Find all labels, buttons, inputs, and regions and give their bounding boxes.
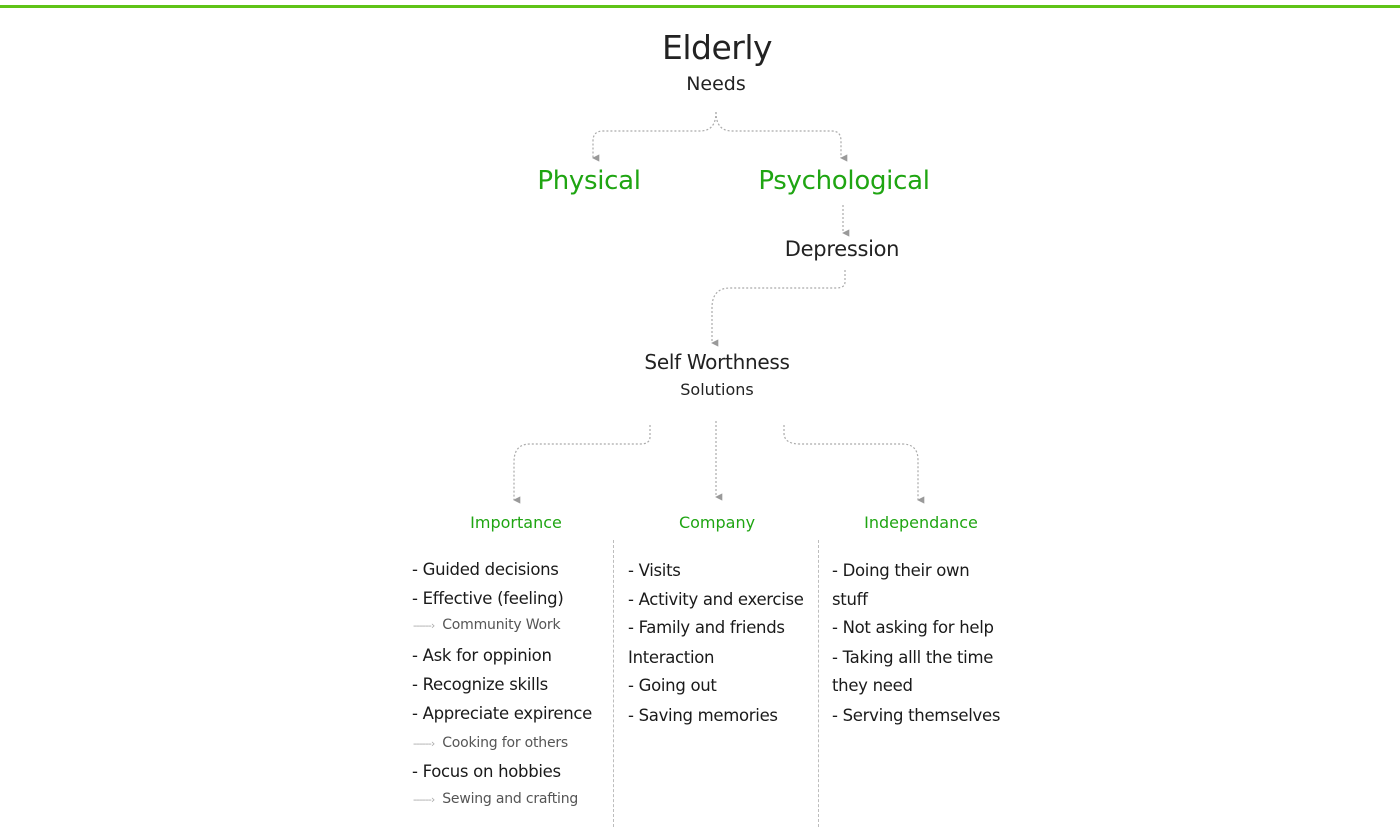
column-heading-importance: Importance bbox=[470, 513, 562, 532]
list-item: - Doing their own bbox=[832, 561, 970, 580]
list-item: - Focus on hobbies bbox=[412, 762, 561, 781]
list-item: - Going out bbox=[628, 676, 717, 695]
list-item: - Ask for oppinion bbox=[412, 646, 552, 665]
list-item: - Serving themselves bbox=[832, 706, 1001, 725]
list-item: - Saving memories bbox=[628, 706, 778, 725]
node-solutions: Solutions bbox=[680, 380, 754, 399]
root-subtitle: Needs bbox=[686, 73, 746, 95]
category-psychological: Psychological bbox=[758, 166, 930, 196]
list-item: - Not asking for help bbox=[832, 618, 994, 637]
list-item: - Appreciate expirence bbox=[412, 704, 592, 723]
list-subitem: ------› Sewing and crafting bbox=[413, 792, 578, 806]
list-subitem: ------› Cooking for others bbox=[413, 736, 568, 750]
list-item: - Recognize skills bbox=[412, 675, 548, 694]
node-depression: Depression bbox=[784, 237, 900, 261]
category-physical: Physical bbox=[537, 166, 641, 196]
list-item: stuff bbox=[832, 590, 868, 609]
list-item: - Guided decisions bbox=[412, 560, 559, 579]
column-divider bbox=[613, 540, 614, 827]
list-item: they need bbox=[832, 676, 913, 695]
node-self-worthness: Self Worthness bbox=[644, 350, 790, 374]
arrow-right-icon: ------› bbox=[413, 737, 435, 750]
subitem-text: Cooking for others bbox=[442, 735, 569, 751]
top-rule bbox=[0, 5, 1400, 8]
column-heading-company: Company bbox=[678, 513, 756, 532]
list-subitem: ------› Community Work bbox=[413, 617, 561, 633]
arrow-right-icon: ------› bbox=[413, 619, 435, 632]
column-divider bbox=[818, 540, 819, 827]
arrow-to-independance bbox=[783, 425, 925, 504]
list-item: Interaction bbox=[628, 648, 715, 667]
list-item: - Family and friends bbox=[628, 618, 785, 637]
subitem-text: Community Work bbox=[442, 617, 561, 633]
column-heading-independance: Independance bbox=[864, 513, 978, 532]
arrow-needs-to-physical bbox=[592, 111, 717, 162]
subitem-text: Sewing and crafting bbox=[442, 791, 579, 807]
arrow-right-icon: ------› bbox=[413, 793, 435, 806]
arrow-to-importance bbox=[513, 425, 651, 504]
list-item: - Activity and exercise bbox=[628, 590, 804, 609]
arrow-depression-to-selfworthness bbox=[711, 270, 846, 347]
root-title: Elderly bbox=[661, 28, 773, 67]
list-item: - Taking alll the time bbox=[832, 648, 994, 667]
list-item: - Visits bbox=[628, 561, 681, 580]
list-item: - Effective (feeling) bbox=[412, 589, 564, 608]
arrow-needs-to-psychological bbox=[715, 111, 848, 162]
